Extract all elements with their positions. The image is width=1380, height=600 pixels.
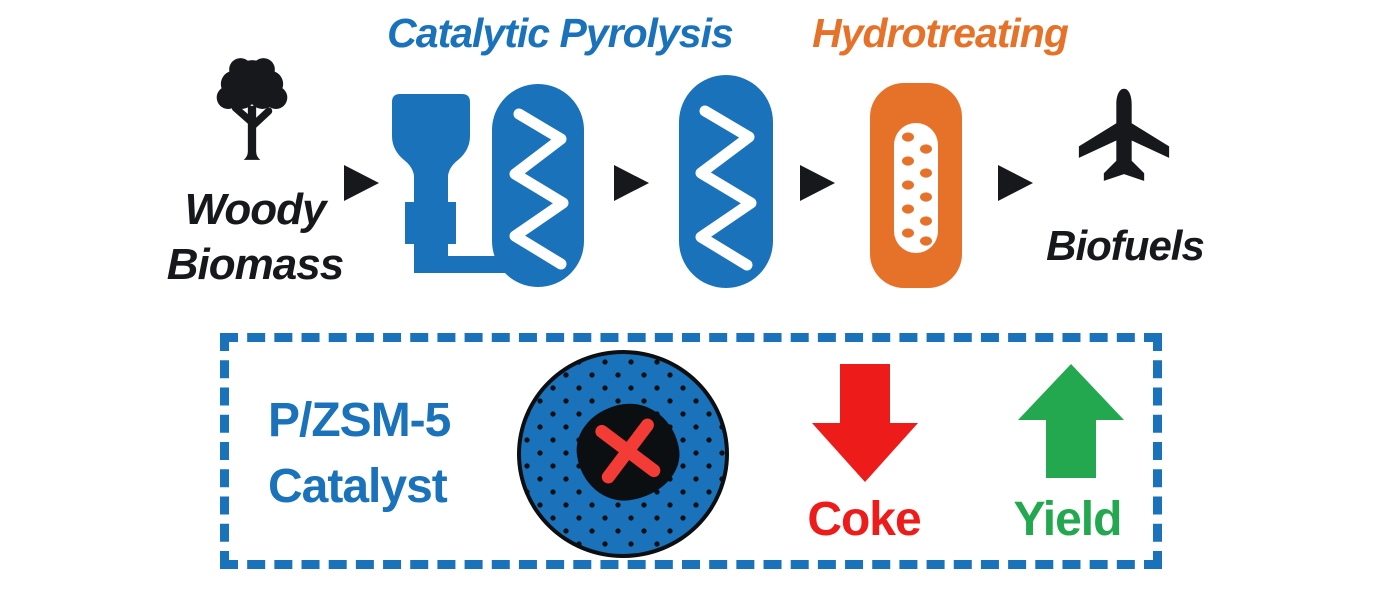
auger-reactor-icon — [679, 75, 773, 288]
pzsm5-line1: P/ZSM-5 — [268, 394, 451, 447]
coke-label: Coke — [807, 493, 921, 546]
hopper-reactor-icon — [392, 84, 584, 287]
catalytic-pyrolysis-title: Catalytic Pyrolysis — [387, 10, 734, 56]
coke-down-arrow-icon — [812, 364, 918, 482]
yield-up-arrow-icon — [1018, 364, 1124, 478]
pzsm5-catalyst-label: P/ZSM-5 Catalyst — [268, 388, 451, 520]
pzsm5-line2: Catalyst — [268, 460, 448, 513]
flow-arrow-icon-1 — [344, 165, 379, 201]
catalyst-particle-icon — [517, 350, 729, 558]
screw-zigzag-icon — [509, 108, 569, 270]
catalyst-dots — [902, 132, 932, 246]
tree-icon — [216, 58, 288, 160]
x-mark-icon — [595, 418, 661, 484]
catalyst-panel-box — [220, 333, 1162, 569]
hydrotreating-title: Hydrotreating — [812, 10, 1069, 56]
flow-arrow-icon-4 — [998, 165, 1033, 201]
screw-zigzag-icon — [695, 105, 757, 271]
woody-biomass-line2: Biomass — [166, 240, 344, 289]
flow-arrow-icon-3 — [800, 165, 835, 201]
flow-arrow-icon-2 — [614, 165, 649, 201]
yield-label: Yield — [1013, 493, 1123, 546]
coke-blob-icon — [570, 397, 686, 507]
hydrotreater-icon — [870, 83, 962, 288]
woody-biomass-line1: Woody — [184, 185, 327, 234]
airplane-icon — [1078, 88, 1170, 181]
biofuels-label: Biofuels — [1046, 222, 1205, 269]
catalyst-bed-slot — [894, 123, 938, 253]
woody-biomass-label: Woody Biomass — [145, 182, 365, 292]
